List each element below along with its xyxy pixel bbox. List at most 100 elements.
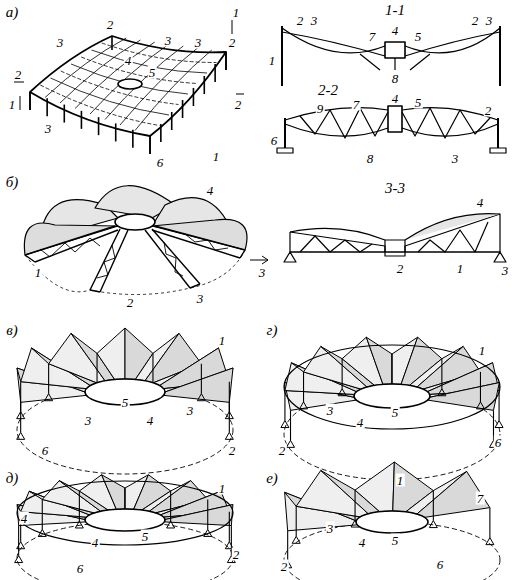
support-symbol	[17, 542, 25, 549]
panel-label: а)	[5, 5, 20, 20]
column-line	[111, 36, 113, 50]
callout-number: 3	[451, 152, 460, 165]
callout-number: 5	[391, 406, 400, 419]
panel-label: 2-2	[317, 83, 339, 98]
column-line	[480, 372, 481, 402]
column-line	[96, 353, 97, 383]
center-ring	[118, 79, 142, 89]
section-mark	[14, 82, 24, 83]
column-line	[203, 76, 205, 94]
callout-number: 1	[396, 474, 405, 487]
column-line	[225, 52, 227, 70]
callout-number: 2	[228, 36, 237, 49]
folded-plate	[366, 337, 392, 384]
folded-plate	[355, 462, 394, 512]
callout-number: 2	[280, 560, 289, 573]
folded-plate	[97, 328, 125, 379]
column-line	[115, 123, 117, 141]
outer-ring	[17, 481, 233, 545]
callout-number: 2	[484, 104, 493, 117]
section-mark	[20, 96, 21, 110]
callout-number: 3	[258, 266, 267, 279]
section-2-2	[277, 106, 506, 153]
cable-line	[135, 50, 212, 131]
center-ring	[356, 511, 428, 533]
callout-number: 3	[186, 404, 195, 417]
callout-number: 3	[194, 36, 203, 49]
column-line	[20, 382, 21, 412]
callout-number: 2	[228, 444, 237, 457]
support-symbol	[438, 389, 446, 396]
callout-number: 9	[316, 102, 325, 115]
callout-number: 5	[391, 534, 400, 547]
callout-number: 1	[456, 262, 465, 275]
support-symbol	[281, 421, 289, 428]
callout-number: 4	[124, 54, 133, 67]
callout-number: 4	[91, 536, 100, 549]
callout-number: 7	[476, 492, 485, 505]
callout-number: 2	[106, 18, 115, 31]
callout-number: 6	[270, 134, 279, 147]
section-3-3	[284, 214, 506, 262]
callout-number: 6	[494, 436, 503, 449]
column-line	[355, 490, 356, 520]
column-line	[225, 52, 227, 70]
callout-number: 5	[148, 66, 157, 79]
panel-label: д)	[5, 471, 20, 486]
column-line	[149, 136, 151, 154]
column-line	[48, 364, 49, 394]
center-ring	[85, 509, 165, 531]
callout-number: 3	[84, 414, 93, 427]
callout-number: 3	[310, 14, 319, 27]
support-symbol	[429, 521, 437, 528]
callout-number: 8	[366, 152, 375, 165]
callout-number: 8	[391, 72, 400, 85]
callout-number: 1	[212, 150, 221, 163]
section-mark	[236, 94, 244, 95]
callout-number: 6	[76, 562, 85, 575]
panel-label: е)	[265, 471, 279, 486]
callout-number: 1	[34, 266, 43, 279]
cable-line	[105, 46, 183, 120]
dome-structure	[24, 186, 268, 295]
callout-number: 2	[471, 14, 480, 27]
column-line	[391, 354, 392, 384]
callout-number: 1	[268, 54, 277, 67]
callout-number: 2	[232, 548, 241, 561]
callout-number: 3	[44, 122, 53, 135]
support-symbol	[292, 536, 300, 543]
contour-edge	[30, 36, 226, 136]
callout-number: 6	[41, 444, 50, 457]
column-line	[201, 364, 202, 394]
folded-plate	[417, 471, 490, 517]
panel-label: г)	[266, 323, 279, 338]
support-symbol	[197, 394, 205, 401]
callout-number: 1	[8, 98, 17, 111]
column-line	[152, 353, 153, 383]
callout-number: 2	[234, 98, 243, 111]
support-symbol	[45, 394, 53, 401]
callout-number: 2	[126, 296, 135, 309]
callout-number: 1	[232, 6, 241, 19]
callout-number: 2	[14, 68, 23, 81]
support-symbol	[75, 521, 83, 528]
callout-number: 4	[206, 184, 215, 197]
callout-number: 7	[352, 98, 361, 111]
callout-number: 2	[296, 14, 305, 27]
column-line	[182, 100, 184, 118]
callout-number: 4	[20, 512, 29, 525]
callout-number: 4	[358, 536, 367, 549]
callout-number: 1	[218, 334, 227, 347]
center-ring	[354, 384, 430, 408]
column-line	[287, 531, 288, 561]
column-line	[290, 410, 291, 440]
column-line	[79, 491, 80, 521]
callout-number: 5	[414, 30, 423, 43]
column-line	[98, 117, 100, 135]
column-line	[441, 359, 442, 389]
support-symbol	[17, 432, 25, 439]
column-line	[229, 512, 230, 542]
support-symbol	[338, 389, 346, 396]
cable-line	[60, 40, 141, 103]
